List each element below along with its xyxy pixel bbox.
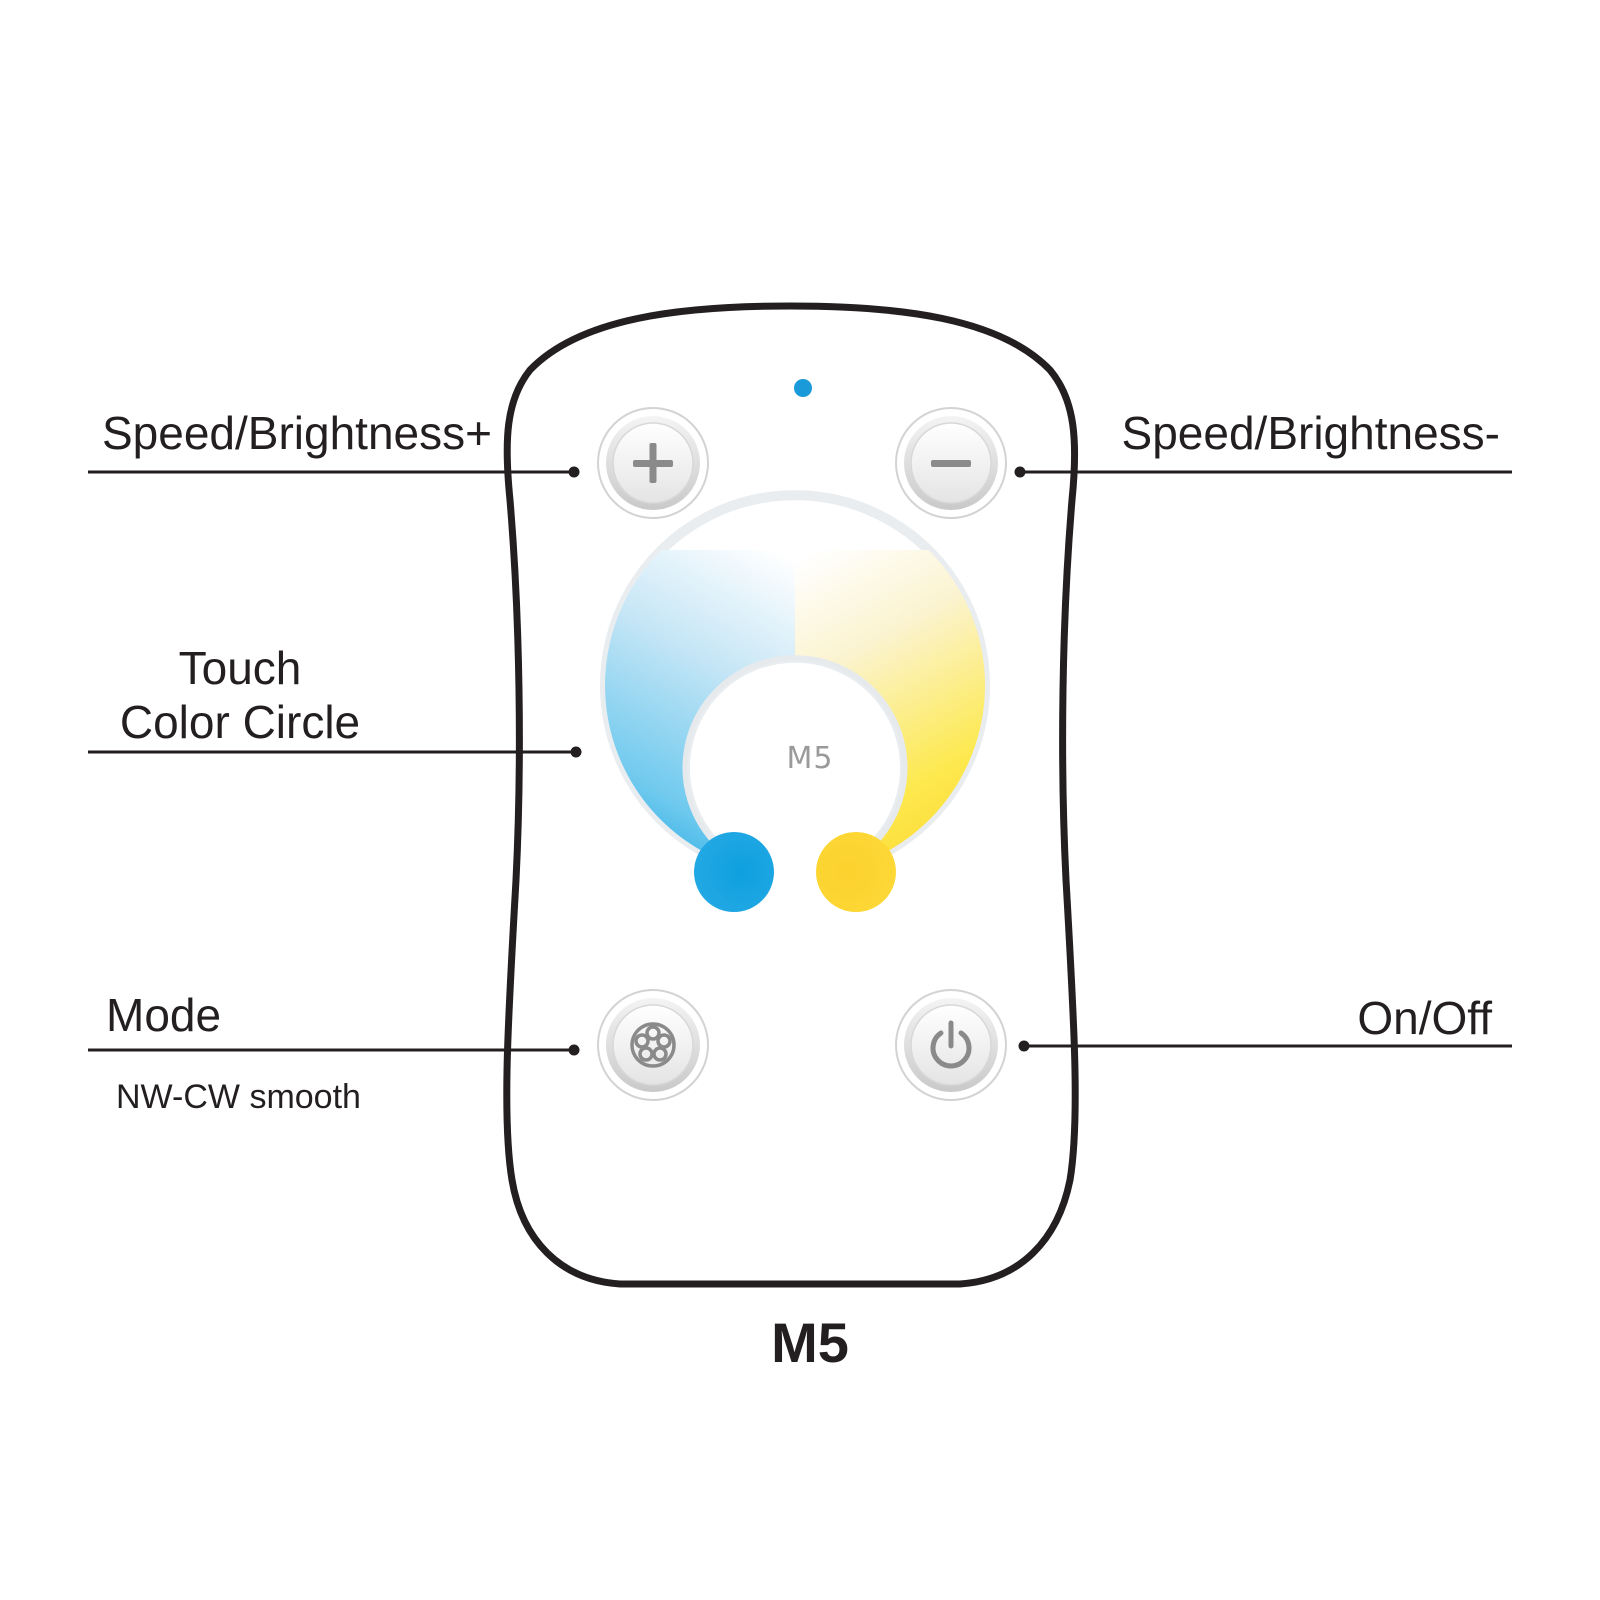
- brightness-plus-button[interactable]: [597, 407, 709, 519]
- model-caption: M5: [771, 1311, 849, 1374]
- brightness-minus-button[interactable]: [895, 407, 1007, 519]
- label-on-off: On/Off: [1357, 992, 1492, 1044]
- leader-mode: [88, 1044, 580, 1056]
- wheel-model-mark: M5: [787, 741, 834, 776]
- plus-icon: [633, 443, 673, 483]
- leader-speed-brightness-minus: [1014, 466, 1512, 478]
- label-speed-brightness-plus: Speed/Brightness+: [102, 407, 492, 459]
- minus-icon: [931, 460, 971, 467]
- label-mode: Mode: [106, 989, 221, 1041]
- mode-dots-icon: [630, 1022, 676, 1068]
- label-touch-line1: Touch: [179, 642, 302, 694]
- label-touch-line2: Color Circle: [120, 696, 360, 748]
- leader-touch-color-circle: [88, 746, 582, 758]
- leader-on-off: [1018, 1040, 1512, 1052]
- power-icon: [930, 1020, 972, 1069]
- power-button[interactable]: [895, 989, 1007, 1101]
- label-mode-note: NW-CW smooth: [116, 1078, 361, 1116]
- indicator-led: [794, 379, 812, 397]
- label-speed-brightness-minus: Speed/Brightness-: [1122, 407, 1500, 459]
- mode-button[interactable]: [597, 989, 709, 1101]
- leader-speed-brightness-plus: [88, 466, 580, 478]
